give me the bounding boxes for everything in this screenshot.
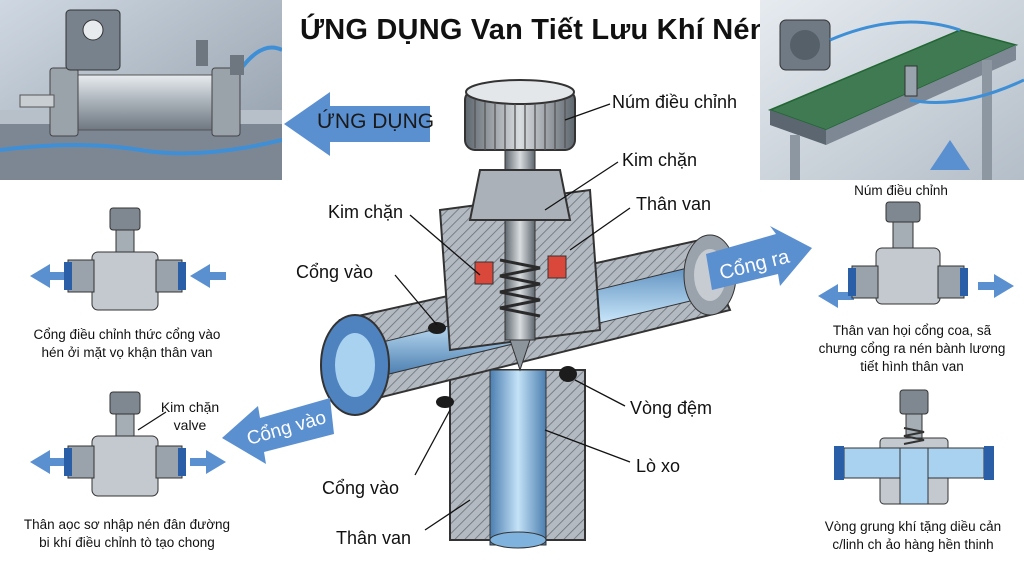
- caption-left-bottom-line1: Thân aọc sơ nhập nén đân đường: [23, 517, 231, 532]
- label-than-van-right: Thân van: [636, 194, 712, 214]
- page-title: ỨNG DỤNG Van Tiết Lưu Khí Nén: [300, 14, 768, 46]
- caption-left-top-line1: Cổng điều chỉnh thức cổng vào: [33, 327, 221, 342]
- label-than-van-bottom: Thân van: [336, 528, 412, 548]
- caption-right-top-line1: Thân van họi cổng coa, sã: [832, 323, 992, 338]
- conveyor-photo: [760, 0, 1024, 180]
- caption-left-bottom-line2: bi khí điều chỉnh tò tạo chong: [39, 535, 215, 550]
- label-cong-vao-bottom: Cổng vào: [322, 478, 400, 498]
- callout-kim-chan-line2: valve: [173, 417, 207, 433]
- valve-diagram-right-bottom: [834, 389, 994, 505]
- valve-diagram-left-top: [30, 207, 226, 311]
- label-lo-xo: Lò xo: [636, 456, 681, 476]
- valve-diagram-left-bottom: [30, 391, 226, 497]
- valve-diagram-right-top: [818, 201, 1014, 308]
- caption-right-bottom-line1: Vòng grung khí tặng diều cản: [824, 519, 1002, 534]
- label-cong-vao-left: Cổng vào: [296, 262, 374, 282]
- caption-right-top-line2: chưng cổng ra nén bành lương: [818, 341, 1006, 356]
- cong-vao-arrow: [222, 398, 334, 464]
- label-num-dieu-chinh: Núm điều chỉnh: [612, 92, 738, 112]
- callout-kim-chan-valve: Kim chặn valve: [150, 398, 230, 434]
- ung-dung-arrow: [284, 92, 430, 156]
- caption-left-top: Cổng điều chỉnh thức cổng vào hén ởi mặt…: [14, 326, 240, 362]
- right-top-label: Núm điều chỉnh: [854, 183, 948, 198]
- caption-right-top: Thân van họi cổng coa, sã chưng cổng ra …: [798, 322, 1024, 376]
- label-vong-dem: Vòng đệm: [630, 398, 713, 418]
- cong-ra-arrow: [706, 226, 812, 290]
- caption-left-top-line2: hén ởi mặt vọ khận thân van: [41, 345, 213, 360]
- valve-cutaway: [320, 79, 737, 549]
- caption-right-bottom: Vòng grung khí tặng diều cản c/linh ch ả…: [806, 518, 1020, 554]
- caption-right-bottom-line2: c/linh ch ảo hàng hền thinh: [832, 537, 994, 552]
- cylinder-photo: [0, 0, 282, 180]
- ung-dung-label: ỨNG DỤNG: [317, 110, 435, 133]
- caption-left-bottom: Thân aọc sơ nhập nén đân đường bi khí đi…: [10, 516, 244, 552]
- callout-kim-chan-line1: Kim chặn: [160, 399, 220, 415]
- label-kim-chan-left: Kim chặn: [328, 202, 404, 222]
- label-kim-chan-right: Kim chặn: [622, 150, 698, 170]
- caption-right-top-line3: tiết hình thân van: [860, 359, 964, 374]
